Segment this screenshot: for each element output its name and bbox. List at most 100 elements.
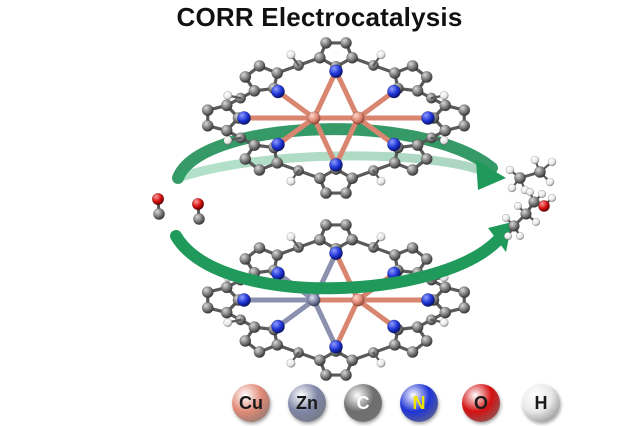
hydrogen-atom: [376, 50, 386, 60]
element-legend: Cu Zn C N O H: [232, 384, 572, 424]
carbon-atom: [388, 339, 401, 351]
legend-label: N: [412, 392, 426, 413]
nitrogen-atom: [421, 293, 435, 307]
carbon-atom: [320, 187, 332, 199]
carbon-atom: [534, 166, 546, 178]
nitrogen-atom: [387, 319, 401, 334]
hydrogen-atom: [439, 136, 449, 146]
metal-bond: [333, 297, 361, 350]
hydrogen-atom: [286, 232, 296, 242]
carbon-atom: [153, 208, 165, 220]
carbon-atom: [340, 37, 352, 49]
nitrogen-atom: [421, 111, 435, 125]
nitrogen-atom: [271, 84, 285, 99]
upper-arrow-arc: [172, 123, 498, 184]
nitrogen-atom: [237, 293, 251, 307]
metal-bond: [355, 88, 397, 121]
carbon-atom: [346, 354, 359, 367]
legend-label: C: [356, 392, 370, 413]
nitrogen-atom: [271, 266, 285, 281]
hydrogen-atom: [223, 318, 233, 328]
oxygen-atom: [151, 192, 165, 206]
hydrogen-atom: [376, 232, 386, 242]
carbon-atom: [458, 119, 471, 132]
nitrogen-atom: [329, 339, 343, 354]
metal-bond: [311, 115, 339, 168]
carbon-atom: [458, 286, 471, 299]
legend-label: H: [534, 392, 548, 413]
carbon-atom: [420, 153, 433, 165]
carbon-atom: [388, 157, 401, 169]
carbon-atom: [239, 153, 252, 165]
metal-bond: [311, 297, 339, 350]
carbon-atom: [520, 208, 532, 220]
metal-bond: [275, 297, 317, 330]
legend-h-sphere: H: [522, 384, 560, 422]
carbon-atom: [201, 119, 214, 132]
lower-arrow-head: [488, 222, 512, 252]
carbon-atom: [201, 104, 214, 117]
carbon-atom: [411, 139, 424, 152]
metal-bond: [275, 115, 317, 148]
carbon-atom: [193, 213, 205, 225]
carbon-atom: [271, 157, 284, 169]
carbon-atom: [411, 84, 424, 97]
nitrogen-atom: [237, 111, 251, 125]
hydrogen-atom: [545, 177, 555, 187]
carbon-atom: [220, 306, 233, 319]
legend-label: O: [473, 392, 488, 413]
carbon-atom: [239, 335, 252, 347]
ethylene-product: [505, 155, 557, 195]
carbon-atom: [406, 60, 419, 72]
legend-label: Zn: [296, 392, 318, 413]
hydrogen-atom: [547, 193, 557, 203]
co-molecules: [151, 192, 205, 225]
carbon-atom: [340, 187, 352, 199]
carbon-atom: [248, 321, 261, 334]
legend-cu-sphere: Cu: [232, 384, 270, 422]
carbon-atom: [320, 37, 332, 49]
carbon-atom: [439, 99, 452, 112]
carbon-atom: [313, 51, 326, 64]
carbon-atom: [420, 71, 433, 83]
carbon-atom: [346, 233, 359, 246]
nitrogen-atom: [329, 246, 343, 261]
carbon-atom: [201, 286, 214, 299]
arrow-front-arcs: [170, 160, 512, 295]
carbon-atom: [411, 321, 424, 334]
hydrogen-atom: [547, 157, 557, 167]
hydrogen-atom: [439, 90, 449, 100]
carbon-atom: [271, 249, 284, 261]
hydrogen-atom: [223, 136, 233, 146]
nitrogen-atom: [329, 157, 343, 172]
legend-n-sphere: N: [400, 384, 438, 422]
cu-zn-porphyrin-dimer: [201, 219, 471, 381]
carbon-atom: [271, 339, 284, 351]
carbon-atom: [340, 369, 352, 381]
hydrogen-atom: [525, 187, 535, 197]
carbon-atom: [420, 253, 433, 265]
hydrogen-atom: [439, 318, 449, 328]
carbon-atom: [458, 301, 471, 314]
hydrogen-atom: [530, 155, 540, 165]
carbon-atom: [458, 104, 471, 117]
metal-bond: [333, 68, 361, 121]
carbon-atom: [248, 84, 261, 97]
carbon-atom: [439, 281, 452, 294]
copper-atom: [307, 111, 321, 125]
hydrogen-atom: [537, 189, 547, 199]
carbon-atom: [528, 196, 540, 208]
legend-label: Cu: [239, 392, 263, 413]
carbon-atom: [253, 60, 266, 72]
carbon-atom: [239, 253, 252, 265]
legend-c-sphere: C: [344, 384, 382, 422]
metal-bond: [333, 115, 361, 168]
carbon-atom: [201, 301, 214, 314]
zinc-atom: [307, 293, 321, 307]
carbon-atom: [388, 249, 401, 261]
carbon-atom: [313, 354, 326, 367]
carbon-atom: [346, 51, 359, 64]
carbon-atom: [220, 281, 233, 294]
nitrogen-atom: [271, 137, 285, 152]
